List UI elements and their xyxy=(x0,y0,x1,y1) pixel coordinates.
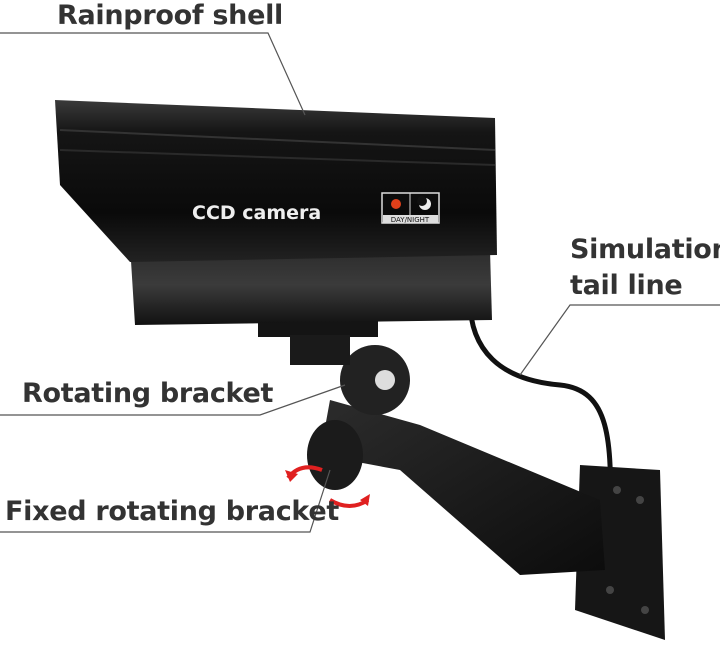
tail-cable xyxy=(467,299,613,521)
shell-groove xyxy=(59,129,496,151)
leader-rotating-bracket xyxy=(0,384,346,416)
label-tail-line: tail line xyxy=(570,270,683,301)
mount-neck xyxy=(290,335,350,365)
brand-text: CCD camera xyxy=(192,202,321,224)
moon-icon xyxy=(417,196,431,210)
leader-tail-line xyxy=(519,304,720,376)
ball-screw xyxy=(375,370,395,390)
rainproof-shell xyxy=(55,100,497,262)
leader-fixed-rotating-bracket xyxy=(0,469,331,533)
rotate-arrow-icon xyxy=(328,494,370,508)
screw-hole xyxy=(606,586,614,594)
leader-lines xyxy=(0,32,720,533)
camera-lower-body xyxy=(130,245,492,325)
label-fixed-rotating-bracket: Fixed rotating bracket xyxy=(5,496,339,527)
shell-groove xyxy=(59,149,496,166)
screw-hole xyxy=(613,486,621,494)
label-simulation: Simulation xyxy=(570,234,720,265)
badge-text: DAY/NIGHT xyxy=(391,216,430,224)
bracket-arm xyxy=(320,400,605,575)
fixed-joint xyxy=(307,420,363,490)
badge-strip xyxy=(383,215,438,223)
screw-hole xyxy=(636,496,644,504)
rotate-arrow-icon xyxy=(285,465,323,482)
sun-icon xyxy=(391,199,401,209)
screw-hole xyxy=(641,606,649,614)
leader-rainproof-shell xyxy=(0,32,306,116)
label-rotating-bracket: Rotating bracket xyxy=(22,378,274,409)
label-rainproof-shell: Rainproof shell xyxy=(57,0,283,31)
